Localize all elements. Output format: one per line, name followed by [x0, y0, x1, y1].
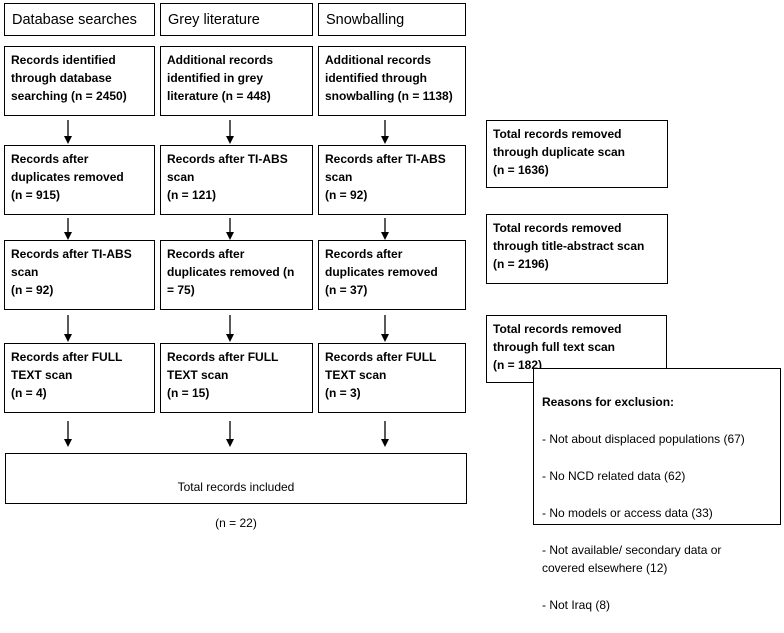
exclusion-item: - Not about displaced populations (67)	[542, 431, 745, 446]
exclusion-item: - No NCD related data (62)	[542, 468, 686, 483]
database-after-tiabs-box: Records after TI-ABS scan (n = 92)	[4, 240, 155, 310]
total-included-label: Total records included	[177, 480, 295, 494]
snowballing-identified-box: Additional records identified through sn…	[318, 46, 466, 116]
grey-after-fulltext-box: Records after FULL TEXT scan (n = 15)	[160, 343, 313, 413]
header-database-searches: Database searches	[4, 3, 155, 36]
exclusion-title: Reasons for exclusion:	[542, 394, 675, 409]
total-included-count: (n = 22)	[215, 516, 257, 530]
grey-after-duplicates-box: Records after duplicates removed (n = 75…	[160, 240, 313, 310]
header-grey-literature: Grey literature	[160, 3, 313, 36]
database-identified-box: Records identified through database sear…	[4, 46, 155, 116]
exclusion-item: - No models or access data (33)	[542, 505, 713, 520]
database-after-fulltext-box: Records after FULL TEXT scan (n = 4)	[4, 343, 155, 413]
grey-identified-box: Additional records identified in grey li…	[160, 46, 313, 116]
removed-title-abstract-box: Total records removed through title-abst…	[486, 214, 668, 284]
exclusion-item: - Not Iraq (8)	[542, 598, 611, 612]
header-snowballing: Snowballing	[318, 3, 466, 36]
total-included-box: Total records included (n = 22)	[5, 453, 467, 530]
removed-duplicate-scan-box: Total records removed through duplicate …	[486, 120, 668, 188]
grey-after-tiabs-box: Records after TI-ABS scan (n = 121)	[160, 145, 313, 215]
snowballing-after-duplicates-box: Records after duplicates removed (n = 37…	[318, 240, 466, 310]
database-after-duplicates-box: Records after duplicates removed (n = 91…	[4, 145, 155, 215]
snowballing-after-tiabs-box: Records after TI-ABS scan (n = 92)	[318, 145, 466, 215]
exclusion-item: - Not available/ secondary data or cover…	[542, 542, 722, 576]
flow-arrows	[64, 120, 389, 447]
snowballing-after-fulltext-box: Records after FULL TEXT scan (n = 3)	[318, 343, 466, 413]
